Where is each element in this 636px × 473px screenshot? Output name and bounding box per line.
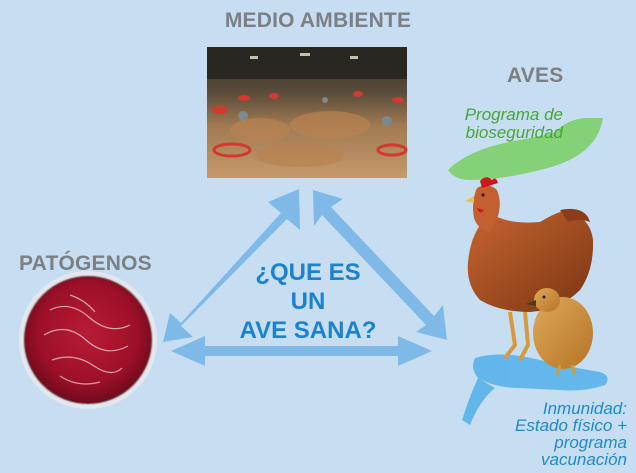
green-hand-icon xyxy=(448,118,603,180)
arrow-bottom xyxy=(171,336,432,366)
medio-ambiente-label: MEDIO AMBIENTE xyxy=(224,9,412,32)
aves-label: AVES xyxy=(507,64,564,87)
poultry-house-photo xyxy=(207,47,408,178)
inmunidad-line-1: Inmunidad: xyxy=(542,399,627,418)
inmunidad-line-3: programa xyxy=(554,433,627,452)
center-line-1: ¿QUE ES xyxy=(255,259,361,286)
bioseguridad-line-1: Programa de xyxy=(464,105,563,124)
center-question: ¿QUE ES UN AVE SANA? xyxy=(218,258,398,345)
arrow-top-left xyxy=(163,189,300,342)
inmunidad-line-4: vacunación xyxy=(540,450,627,469)
center-line-3: AVE SANA? xyxy=(239,317,377,344)
arrow-top-right xyxy=(313,190,447,340)
inmunidad-caption: Inmunidad: Estado físico + programa vacu… xyxy=(462,400,627,468)
petri-dish xyxy=(19,271,157,409)
center-line-2: UN xyxy=(290,288,326,315)
blue-hand-icon xyxy=(462,354,608,425)
patogenos-label: PATÓGENOS xyxy=(19,252,152,275)
hen-and-chick xyxy=(465,177,594,376)
bioseguridad-line-2: bioseguridad xyxy=(465,123,563,142)
bioseguridad-caption: Programa de bioseguridad xyxy=(415,106,563,142)
inmunidad-line-2: Estado físico + xyxy=(515,416,627,435)
